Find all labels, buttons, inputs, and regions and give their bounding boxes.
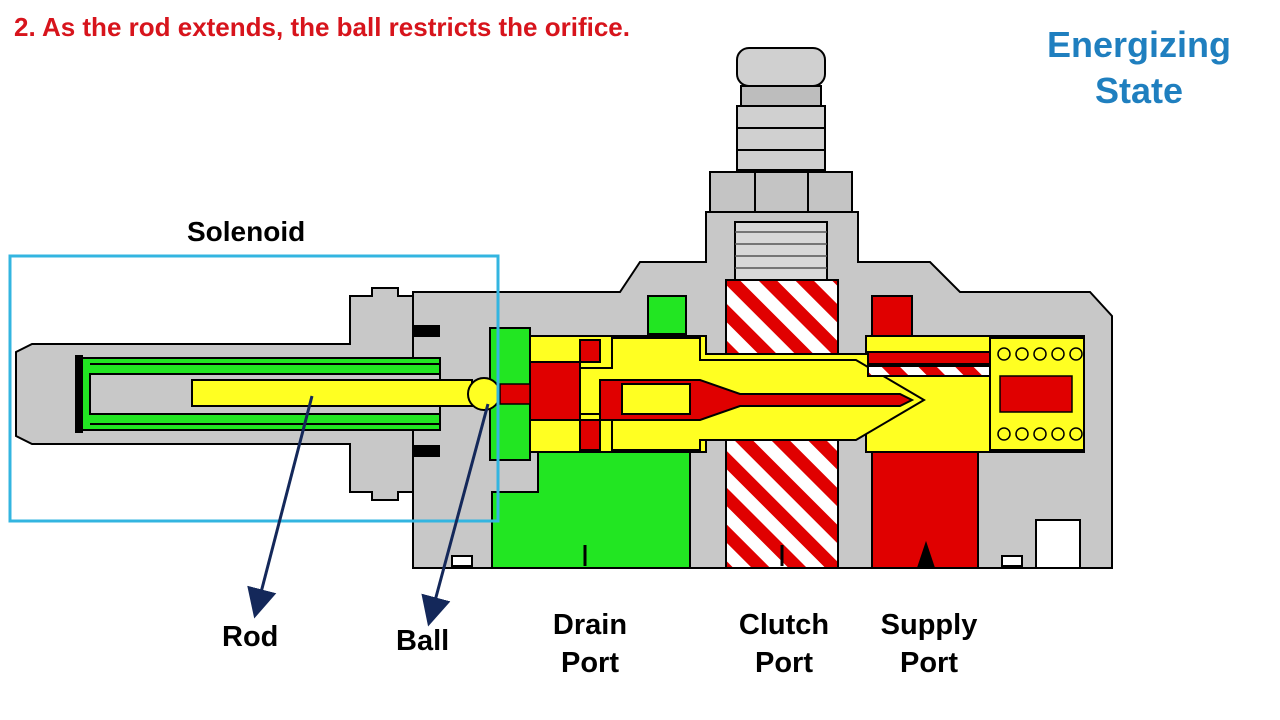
- supply-port-label: Supply Port: [870, 606, 988, 682]
- clutch-port-line1: Clutch: [738, 609, 830, 641]
- drain-port-label: Drain Port: [540, 606, 640, 682]
- supply-port-line2: Port: [900, 647, 958, 679]
- clutch-port-label: Clutch Port: [728, 606, 840, 682]
- fitting: [709, 47, 853, 213]
- solenoid-label: Solenoid: [187, 216, 306, 247]
- state-title-line1: Energizing: [1046, 24, 1231, 65]
- return-spring: [997, 347, 1083, 441]
- ball: [467, 377, 501, 411]
- orifice: [499, 383, 531, 405]
- solenoid-highlight-box: [8, 254, 500, 523]
- clutch-port-line2: Port: [755, 647, 813, 679]
- rod-label: Rod: [222, 621, 279, 653]
- drain-port-line2: Port: [561, 647, 619, 679]
- drain-port-line1: Drain: [552, 609, 628, 641]
- step-caption: 2. As the rod extends, the ball restrict…: [14, 12, 630, 42]
- ball-label: Ball: [396, 625, 450, 657]
- rod-pointer-arrow: [247, 395, 314, 619]
- supply-port-line1: Supply: [880, 609, 978, 641]
- ball-pointer-arrow: [421, 403, 490, 627]
- state-title: Energizing State: [1030, 22, 1248, 114]
- state-title-line2: State: [1094, 70, 1184, 111]
- rod: [191, 379, 473, 407]
